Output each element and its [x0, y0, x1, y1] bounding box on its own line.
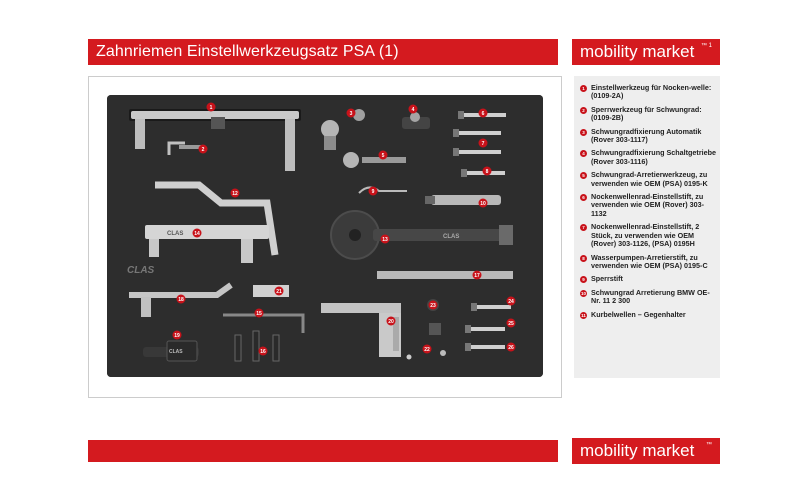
- product-photo-frame: CLAS CLAS CLAS: [88, 76, 562, 398]
- legend-item-text: Wasserpumpen-Arretierstift, zu verwenden…: [591, 252, 708, 270]
- svg-text:25: 25: [508, 321, 514, 327]
- tool-tray-illustration: CLAS CLAS CLAS: [107, 95, 543, 377]
- svg-text:17: 17: [474, 273, 480, 279]
- legend-item-text: Schwungrad Arretierung BMW OE-Nr. 11 2 3…: [591, 287, 710, 306]
- legend-item: 9 Sperrstift: [580, 274, 716, 284]
- svg-text:10: 10: [480, 201, 486, 207]
- svg-text:9: 9: [372, 189, 375, 195]
- svg-text:23: 23: [430, 303, 436, 309]
- svg-text:21: 21: [276, 289, 282, 295]
- footer-brand-bar: mobility market ™: [572, 438, 720, 464]
- legend-list: 1 Einstellwerkzeug für Nocken-welle: (010…: [574, 76, 720, 319]
- legend-number-badge: 7: [580, 224, 587, 232]
- legend-number-badge: 1: [580, 85, 587, 92]
- legend-number-badge: 5: [580, 172, 587, 180]
- svg-text:13: 13: [382, 237, 388, 243]
- legend-item: 10 Schwungrad Arretierung BMW OE-Nr. 11 2…: [580, 287, 716, 306]
- legend-number-badge: 11: [580, 311, 587, 319]
- page-title: Zahnriemen Einstellwerkzeugsatz PSA (1): [96, 43, 399, 60]
- legend-item-text: Sperrstift: [591, 274, 623, 284]
- svg-text:12: 12: [232, 191, 238, 197]
- svg-text:5: 5: [382, 153, 385, 159]
- legend-item: 8 Wasserpumpen-Arretierstift, zu verwende…: [580, 252, 716, 271]
- svg-text:3: 3: [350, 111, 353, 117]
- legend-item-text: Sperrwerkzeug für Schwungrad: (0109-2B): [591, 104, 702, 123]
- svg-text:26: 26: [508, 345, 514, 351]
- legend-item-text: Schwungrad-Arretierwerkzeug, zu verwende…: [591, 170, 708, 188]
- legend-number-badge: 10: [580, 289, 587, 297]
- svg-text:19: 19: [174, 333, 180, 339]
- svg-text:18: 18: [178, 297, 184, 303]
- legend-number-badge: 4: [580, 150, 587, 158]
- legend-item: 3 Schwungradfixierung Automatik (Rover 30…: [580, 126, 716, 145]
- svg-text:1: 1: [210, 105, 213, 111]
- svg-text:14: 14: [194, 231, 200, 237]
- legend-item: 11 Kurbelwellen – Gegenhalter: [580, 309, 716, 319]
- brand-bar: mobility market ™ 1: [572, 39, 720, 65]
- legend-item-text: Schwungradfixierung Schaltgetriebe (Rove…: [591, 148, 717, 166]
- brand-logo: mobility market: [580, 42, 695, 61]
- legend-item: 6 Nockenwellenrad-Einstellstift, zu verwe…: [580, 192, 716, 218]
- svg-text:6: 6: [482, 111, 485, 117]
- legend-item: 4 Schwungradfixierung Schaltgetriebe (Rov…: [580, 149, 716, 166]
- title-bar: Zahnriemen Einstellwerkzeugsatz PSA (1): [88, 39, 558, 65]
- svg-text:20: 20: [388, 319, 394, 325]
- svg-text:2: 2: [202, 147, 205, 153]
- footer-brand-trademark: ™: [706, 442, 712, 448]
- tool-tray-image: CLAS CLAS CLAS: [107, 95, 543, 377]
- svg-text:CLAS: CLAS: [127, 265, 155, 276]
- legend-item-text: Kurbelwellen – Gegenhalter: [591, 309, 686, 319]
- legend-item: 2 Sperrwerkzeug für Schwungrad: (0109-2B): [580, 104, 716, 123]
- svg-text:16: 16: [260, 349, 266, 355]
- legend-number-badge: 8: [580, 254, 587, 262]
- footer-bar: [88, 440, 558, 462]
- svg-text:8: 8: [486, 169, 489, 175]
- legend-number-badge: 9: [580, 276, 587, 284]
- legend-item-text: Nockenwellenrad-Einstellstift, 2 Stück, …: [591, 222, 700, 249]
- brand-trademark: ™ 1: [700, 43, 712, 49]
- svg-text:CLAS: CLAS: [167, 231, 183, 237]
- legend-item-text: Schwungradfixierung Automatik (Rover 303…: [591, 126, 702, 145]
- legend-item: 5 Schwungrad-Arretierwerkzeug, zu verwend…: [580, 171, 716, 188]
- legend-number-badge: 2: [580, 106, 587, 114]
- legend-item-text: Nockenwellenrad-Einstellstift, zu verwen…: [591, 192, 705, 218]
- svg-text:4: 4: [412, 107, 415, 113]
- svg-text:CLAS: CLAS: [169, 349, 183, 355]
- svg-text:15: 15: [256, 311, 262, 317]
- legend-item: 7 Nockenwellenrad-Einstellstift, 2 Stück,…: [580, 223, 716, 248]
- footer-brand-logo: mobility market: [580, 441, 695, 460]
- legend-item: 1 Einstellwerkzeug für Nocken-welle: (010…: [580, 83, 716, 101]
- legend-item-text: Einstellwerkzeug für Nocken-welle: (0109…: [591, 83, 712, 101]
- legend-number-badge: 6: [580, 194, 587, 202]
- parts-legend: 1 Einstellwerkzeug für Nocken-welle: (010…: [574, 76, 720, 378]
- svg-text:22: 22: [424, 347, 430, 353]
- svg-text:CLAS: CLAS: [443, 234, 459, 240]
- legend-number-badge: 3: [580, 128, 587, 136]
- svg-text:24: 24: [508, 299, 514, 305]
- svg-text:7: 7: [482, 141, 485, 147]
